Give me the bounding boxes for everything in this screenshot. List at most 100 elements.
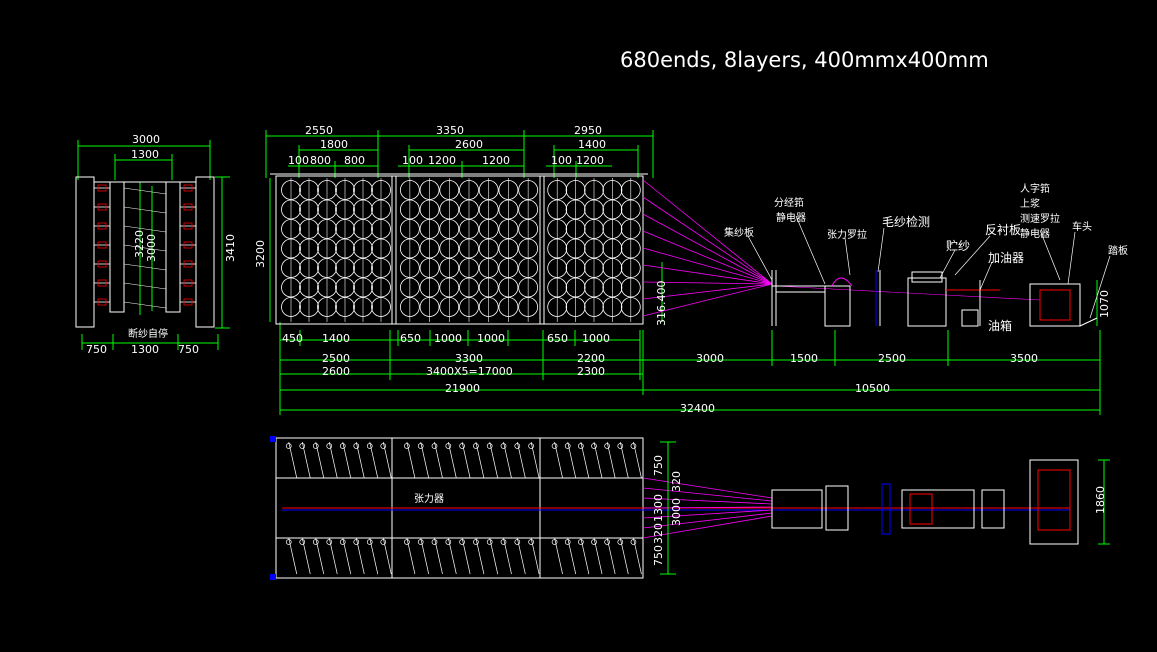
spool — [584, 199, 604, 220]
dim-1500: 1500 — [790, 352, 818, 365]
spool — [317, 238, 337, 259]
dim-21900: 21900 — [445, 382, 480, 395]
dim-2550: 2550 — [305, 124, 333, 137]
end-dim-750-right: 750 — [178, 343, 199, 356]
dim-1200-c: 1200 — [576, 154, 604, 167]
dim-1000-a: 1000 — [434, 332, 462, 345]
spool — [439, 180, 460, 200]
spool — [399, 277, 420, 298]
creel-spools — [281, 178, 641, 322]
dim-3350: 3350 — [436, 124, 464, 137]
spool — [478, 297, 499, 317]
spool — [371, 238, 391, 259]
label-oiler: 加油器 — [988, 251, 1024, 265]
spool — [439, 238, 460, 259]
spool — [419, 297, 440, 317]
spool — [371, 219, 391, 239]
spool — [602, 277, 623, 298]
spool — [399, 199, 420, 220]
spool — [547, 180, 568, 200]
end-view-frame — [75, 176, 215, 328]
spool — [335, 180, 355, 200]
dim-3000-line: 3000 — [696, 352, 724, 365]
spool — [281, 180, 301, 200]
spool — [371, 297, 391, 317]
spool — [584, 219, 604, 239]
spool — [498, 219, 519, 239]
spool — [371, 277, 391, 298]
end-dim-750-left: 750 — [86, 343, 107, 356]
spool — [419, 238, 440, 259]
dim-2500-a: 2500 — [322, 352, 350, 365]
spool — [584, 180, 604, 200]
dim-1200-b: 1200 — [482, 154, 510, 167]
spool — [419, 258, 440, 278]
spool — [602, 199, 623, 220]
spool — [317, 199, 337, 220]
plan-dims — [660, 441, 1110, 575]
spool — [335, 219, 355, 239]
yarn-sheet-plan — [642, 477, 773, 539]
spool — [620, 238, 641, 259]
spool — [518, 258, 539, 278]
spool — [335, 199, 355, 220]
spool — [565, 238, 586, 259]
end-view — [77, 140, 230, 350]
label-oil-box: 油箱 — [988, 318, 1012, 333]
spool — [299, 277, 319, 298]
spool — [620, 297, 641, 317]
dim-1400-top: 1400 — [578, 138, 606, 151]
spool — [518, 297, 539, 317]
spool — [353, 219, 373, 239]
spool — [419, 199, 440, 220]
spool — [498, 180, 519, 200]
spool — [459, 297, 479, 317]
dim-650-b: 650 — [547, 332, 568, 345]
end-dim-3000: 3000 — [132, 133, 160, 146]
spool — [620, 258, 641, 278]
spool — [317, 219, 337, 239]
creel-frame — [270, 173, 648, 325]
dim-2500-b: 2500 — [878, 352, 906, 365]
spool — [317, 180, 337, 200]
spool — [335, 258, 355, 278]
spool — [602, 219, 623, 239]
spool — [547, 238, 568, 259]
dim-100-a: 100 — [288, 154, 309, 167]
plan-dim-3000: 3000 — [670, 498, 683, 526]
dim-1000-b: 1000 — [477, 332, 505, 345]
spool — [518, 238, 539, 259]
spool — [399, 180, 420, 200]
dim-2600: 2600 — [455, 138, 483, 151]
spool — [547, 219, 568, 239]
spool — [399, 238, 420, 259]
spool — [439, 258, 460, 278]
dim-1000-c: 1000 — [582, 332, 610, 345]
label-measure-roller: 测速罗拉 — [1020, 212, 1060, 225]
end-dim-3410: 3410 — [224, 234, 237, 262]
spool — [459, 258, 479, 278]
spool — [399, 258, 420, 278]
spool — [547, 277, 568, 298]
dim-3300: 3300 — [455, 352, 483, 365]
spool — [439, 199, 460, 220]
spool — [371, 199, 391, 220]
dim-1400-bottom: 1400 — [322, 332, 350, 345]
spool — [299, 180, 319, 200]
plan-dim-750-top: 750 — [652, 455, 665, 476]
dim-800-b: 800 — [344, 154, 365, 167]
spool — [317, 258, 337, 278]
spool — [371, 180, 391, 200]
spool — [565, 180, 586, 200]
spool — [547, 258, 568, 278]
spool — [353, 258, 373, 278]
dim-10500: 10500 — [855, 382, 890, 395]
spool — [353, 180, 373, 200]
spool — [584, 258, 604, 278]
side-view-dims — [265, 130, 1101, 415]
plan-dim-1860: 1860 — [1094, 486, 1107, 514]
leader-lines — [747, 215, 1111, 319]
spool — [335, 277, 355, 298]
spool — [299, 199, 319, 220]
spool — [353, 277, 373, 298]
